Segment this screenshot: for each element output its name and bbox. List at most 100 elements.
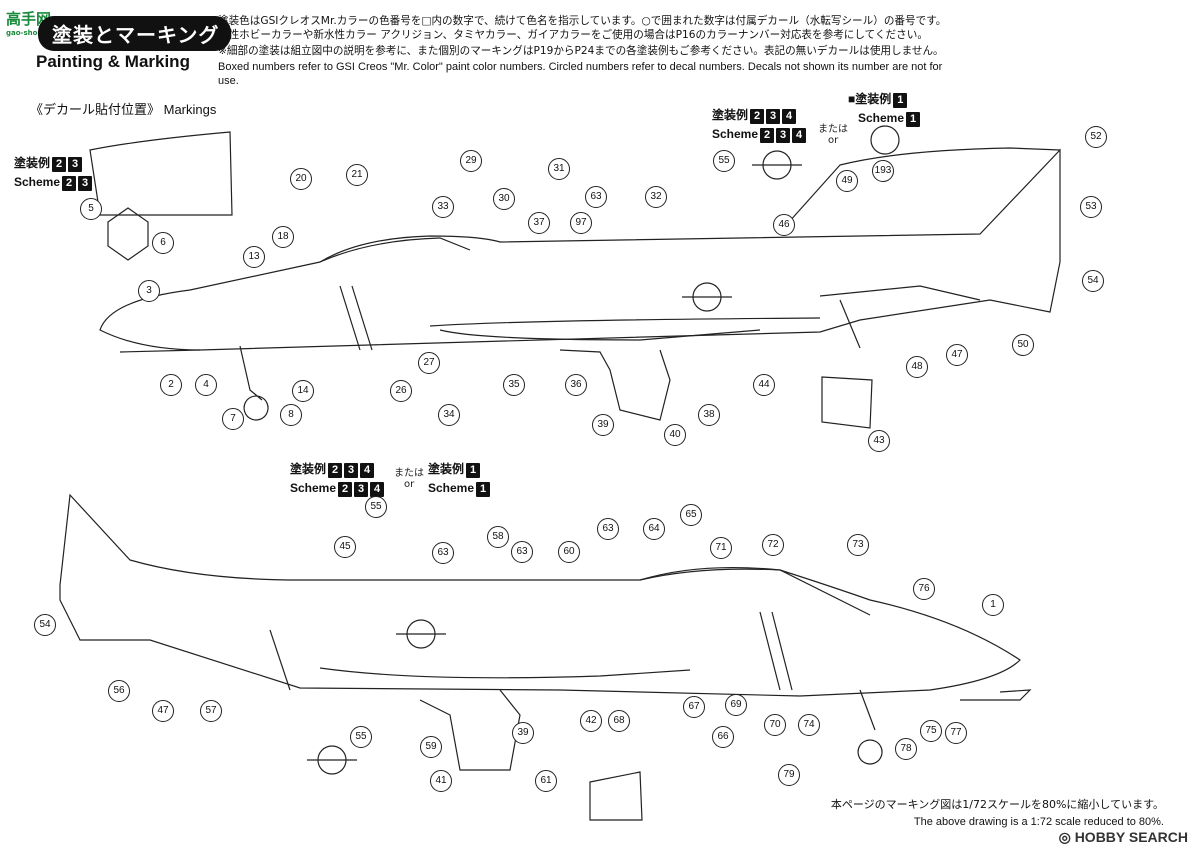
top-decal-callout: 35 [503,374,525,396]
bottom-decal-callout: 61 [535,770,557,792]
hobby-search-watermark: ◎ HOBBY SEARCH [1058,829,1188,845]
top-decal-callout: 38 [698,404,720,426]
bottom-decal-callout: 63 [432,542,454,564]
top-decal-callout: 26 [390,380,412,402]
description-jp-3: ※細部の塗装は組立図中の説明を参考に、また個別のマーキングはP19からP24まで… [218,45,944,57]
bottom-decal-callout: 70 [764,714,786,736]
bottom-aircraft-side-view [59,493,1032,771]
top-decal-callout: 49 [836,170,858,192]
top-decal-callout: 50 [1012,334,1034,356]
top-decal-callout: 2 [160,374,182,396]
bottom-decal-callout: 39 [512,722,534,744]
top-decal-callout: 6 [152,232,174,254]
top-decal-callout: 30 [493,188,515,210]
top-decal-callout: 8 [280,404,302,426]
description-jp-1: 塗装色はGSIクレオスMr.カラーの色番号を□内の数字で、続けて色名を指示してい… [218,15,947,27]
bottom-decal-callout: 54 [34,614,56,636]
bottom-decal-callout: 63 [511,541,533,563]
bottom-decal-callout: 47 [152,700,174,722]
bottom-decal-callout: 64 [643,518,665,540]
top-decal-callout: 47 [946,344,968,366]
bottom-decal-callout: 76 [913,578,935,600]
top-decal-callout: 193 [872,160,894,182]
top-decal-callout: 7 [222,408,244,430]
top-decal-callout: 33 [432,196,454,218]
top-decal-callout: 53 [1080,196,1102,218]
bottom-decal-callout: 78 [895,738,917,760]
top-decal-callout: 32 [645,186,667,208]
bottom-decal-callout: 77 [945,722,967,744]
description-jp-2: 水性ホビーカラーや新水性カラー アクリジョン、タミヤカラー、ガイアカラーをご使用… [218,29,928,41]
bottom-decal-callout: 75 [920,720,942,742]
top-decal-callout: 13 [243,246,265,268]
top-decal-callout: 46 [773,214,795,236]
top-decal-callout: 48 [906,356,928,378]
top-decal-callout: 18 [272,226,294,248]
tail-panel-decal-top [821,376,873,429]
bottom-decal-callout: 59 [420,736,442,758]
bottom-decal-callout: 65 [680,504,702,526]
bottom-decal-callout: 67 [683,696,705,718]
bottom-decal-callout: 79 [778,764,800,786]
bottom-decal-callout: 45 [334,536,356,558]
inset-detail [89,131,233,216]
top-decal-callout: 27 [418,352,440,374]
footer-note-en: The above drawing is a 1:72 scale reduce… [913,816,1164,828]
top-decal-callout: 31 [548,158,570,180]
bottom-decal-callout: 60 [558,541,580,563]
bottom-decal-callout: 72 [762,534,784,556]
top-decal-callout: 40 [664,424,686,446]
bottom-decal-callout: 56 [108,680,130,702]
top-decal-callout: 52 [1085,126,1107,148]
roundel-insignia [307,125,900,775]
top-decal-callout: 20 [290,168,312,190]
markings-label: 《デカール貼付位置》 Markings [30,102,217,117]
top-decal-callout: 37 [528,212,550,234]
top-decal-callout: 43 [868,430,890,452]
bottom-decal-callout: 66 [712,726,734,748]
top-decal-callout: 97 [570,212,592,234]
top-decal-callout: 54 [1082,270,1104,292]
bottom-decal-callout: 74 [798,714,820,736]
bottom-decal-callout: 71 [710,537,732,559]
description-en-1: Boxed numbers refer to GSI Creos "Mr. Co… [218,61,943,73]
top-decal-callout: 63 [585,186,607,208]
site-logo-sub: gao-shou.com [6,29,62,37]
page-title-en: Painting & Marking [36,52,190,71]
top-decal-callout: 21 [346,164,368,186]
top-decal-callout: 55 [713,150,735,172]
top-decal-callout: 3 [138,280,160,302]
top-decal-callout: 29 [460,150,482,172]
top-aircraft-side-view [99,147,1061,421]
top-decal-callout: 39 [592,414,614,436]
bottom-decal-callout: 58 [487,526,509,548]
top-decal-callout: 4 [195,374,217,396]
top-decal-callout: 14 [292,380,314,402]
top-decal-callout: 34 [438,404,460,426]
bottom-decal-callout: 68 [608,710,630,732]
bottom-decal-callout: 41 [430,770,452,792]
tail-panel-decal-bottom [589,771,643,821]
bottom-decal-callout: 57 [200,700,222,722]
bottom-decal-callout: 42 [580,710,602,732]
page-title-jp: 塗装とマーキング [38,16,232,51]
bottom-decal-callout: 73 [847,534,869,556]
bottom-decal-callout: 69 [725,694,747,716]
description-en-2: use. [218,75,239,87]
footer-note-jp: 本ページのマーキング図は1/72スケールを80%に縮小しています。 [830,798,1164,811]
top-decal-callout: 44 [753,374,775,396]
top-decal-callout: 5 [80,198,102,220]
bottom-decal-callout: 1 [982,594,1004,616]
bottom-decal-callout: 55 [350,726,372,748]
top-decal-callout: 36 [565,374,587,396]
hex-badge [107,207,149,261]
bottom-decal-callout: 63 [597,518,619,540]
